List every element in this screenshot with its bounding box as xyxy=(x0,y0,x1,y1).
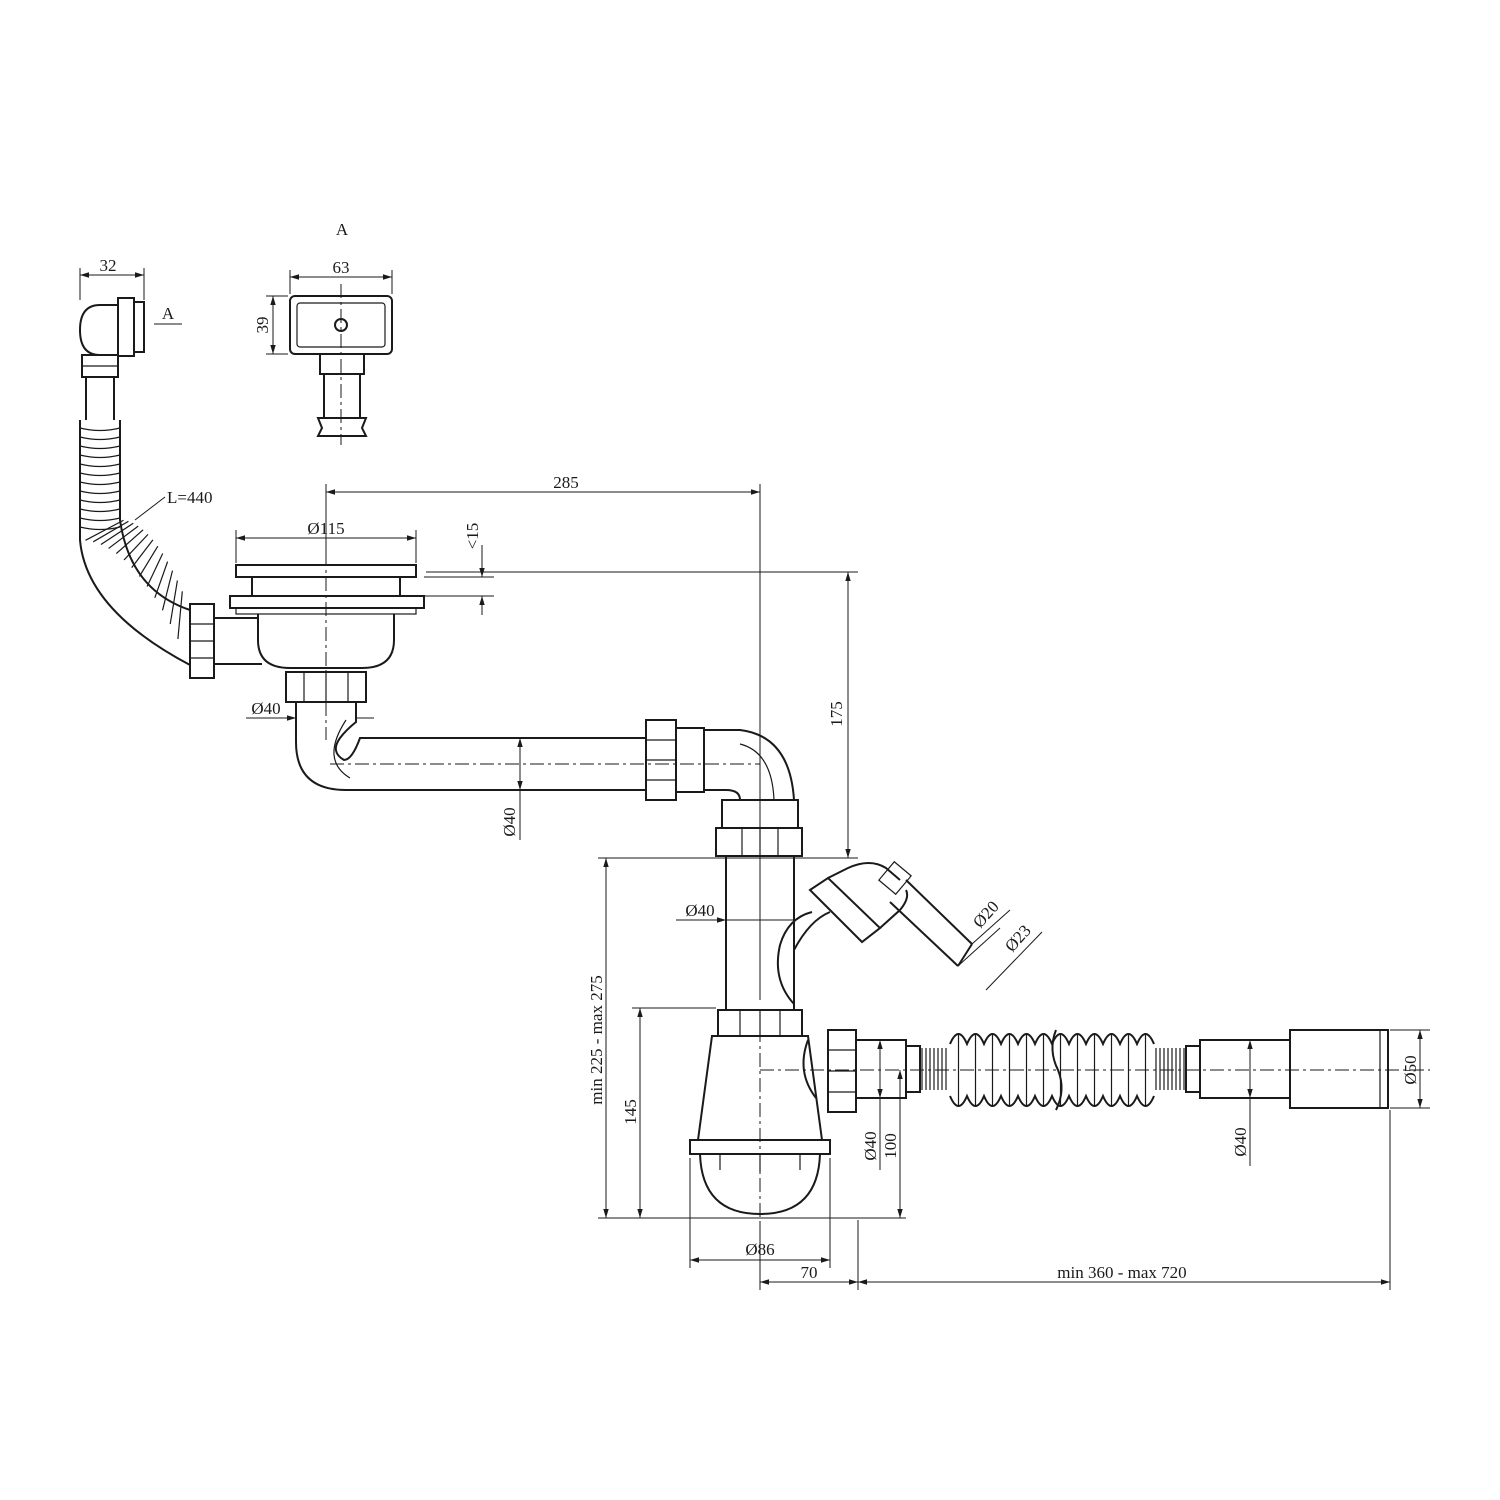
dimension-length-range-label: min 360 - max 720 xyxy=(1057,1263,1186,1282)
dimension-145: 145 xyxy=(621,1007,716,1218)
dimension-40-arm-label: Ø40 xyxy=(500,807,519,836)
vertical-pipe: Ø40 xyxy=(676,856,795,1010)
dimension-23-label: Ø23 xyxy=(1001,921,1035,955)
arm-nut-and-elbow xyxy=(645,719,803,857)
horizontal-drain-arm: Ø40 Ø40 xyxy=(246,699,760,840)
dimension-side-outlet: Ø40 100 xyxy=(861,1040,903,1218)
dimension-40-side-label: Ø40 xyxy=(861,1131,880,1160)
view-a-overflow-plate: A 63 39 xyxy=(253,220,393,445)
dimension-20-label: Ø20 xyxy=(969,897,1003,931)
dimension-40-outlet-label: Ø40 xyxy=(251,699,280,718)
dimension-63-label: 63 xyxy=(333,258,350,277)
overflow-assembly xyxy=(78,297,145,420)
dimension-175-label: 175 xyxy=(827,701,846,727)
hose-length-callout: L=440 xyxy=(134,488,212,521)
view-a-title: A xyxy=(336,220,349,239)
dimension-39-label: 39 xyxy=(253,317,272,334)
dimension-100-label: 100 xyxy=(881,1133,900,1159)
outlet-nut xyxy=(285,671,367,703)
dimension-175: 175 xyxy=(426,571,858,859)
dimension-145-label: 145 xyxy=(621,1099,640,1125)
dimension-50-label: Ø50 xyxy=(1401,1055,1420,1084)
overflow-corrugated-hose xyxy=(79,420,191,666)
dimension-285: 285 xyxy=(325,473,761,1000)
dimension-40-vertical-label: Ø40 xyxy=(685,901,714,920)
dimension-hose-diameters: Ø40 Ø50 xyxy=(1231,1029,1430,1166)
dimension-40-hose-label: Ø40 xyxy=(1231,1127,1250,1156)
dimension-height-range-label: min 225 - max 275 xyxy=(587,975,606,1104)
section-marker-label: A xyxy=(162,304,175,323)
overflow-connector xyxy=(189,603,262,679)
hose-length-label: L=440 xyxy=(167,488,212,507)
dimension-32: 32 xyxy=(79,256,145,300)
dimension-32-label: 32 xyxy=(100,256,117,275)
section-marker-a: A xyxy=(154,304,182,325)
dimension-bottom-lengths: 70 min 360 - max 720 xyxy=(759,1110,1391,1290)
appliance-inlet-branch: Ø20 Ø23 xyxy=(776,860,1043,1005)
dimension-70-label: 70 xyxy=(801,1263,818,1282)
dimension-height-range: min 225 - max 275 xyxy=(587,857,906,1219)
dimension-15-label: <15 xyxy=(463,523,482,550)
dimension-285-label: 285 xyxy=(553,473,579,492)
bottle-trap xyxy=(689,1009,831,1224)
drain-corrugated-hose xyxy=(905,1029,1389,1111)
